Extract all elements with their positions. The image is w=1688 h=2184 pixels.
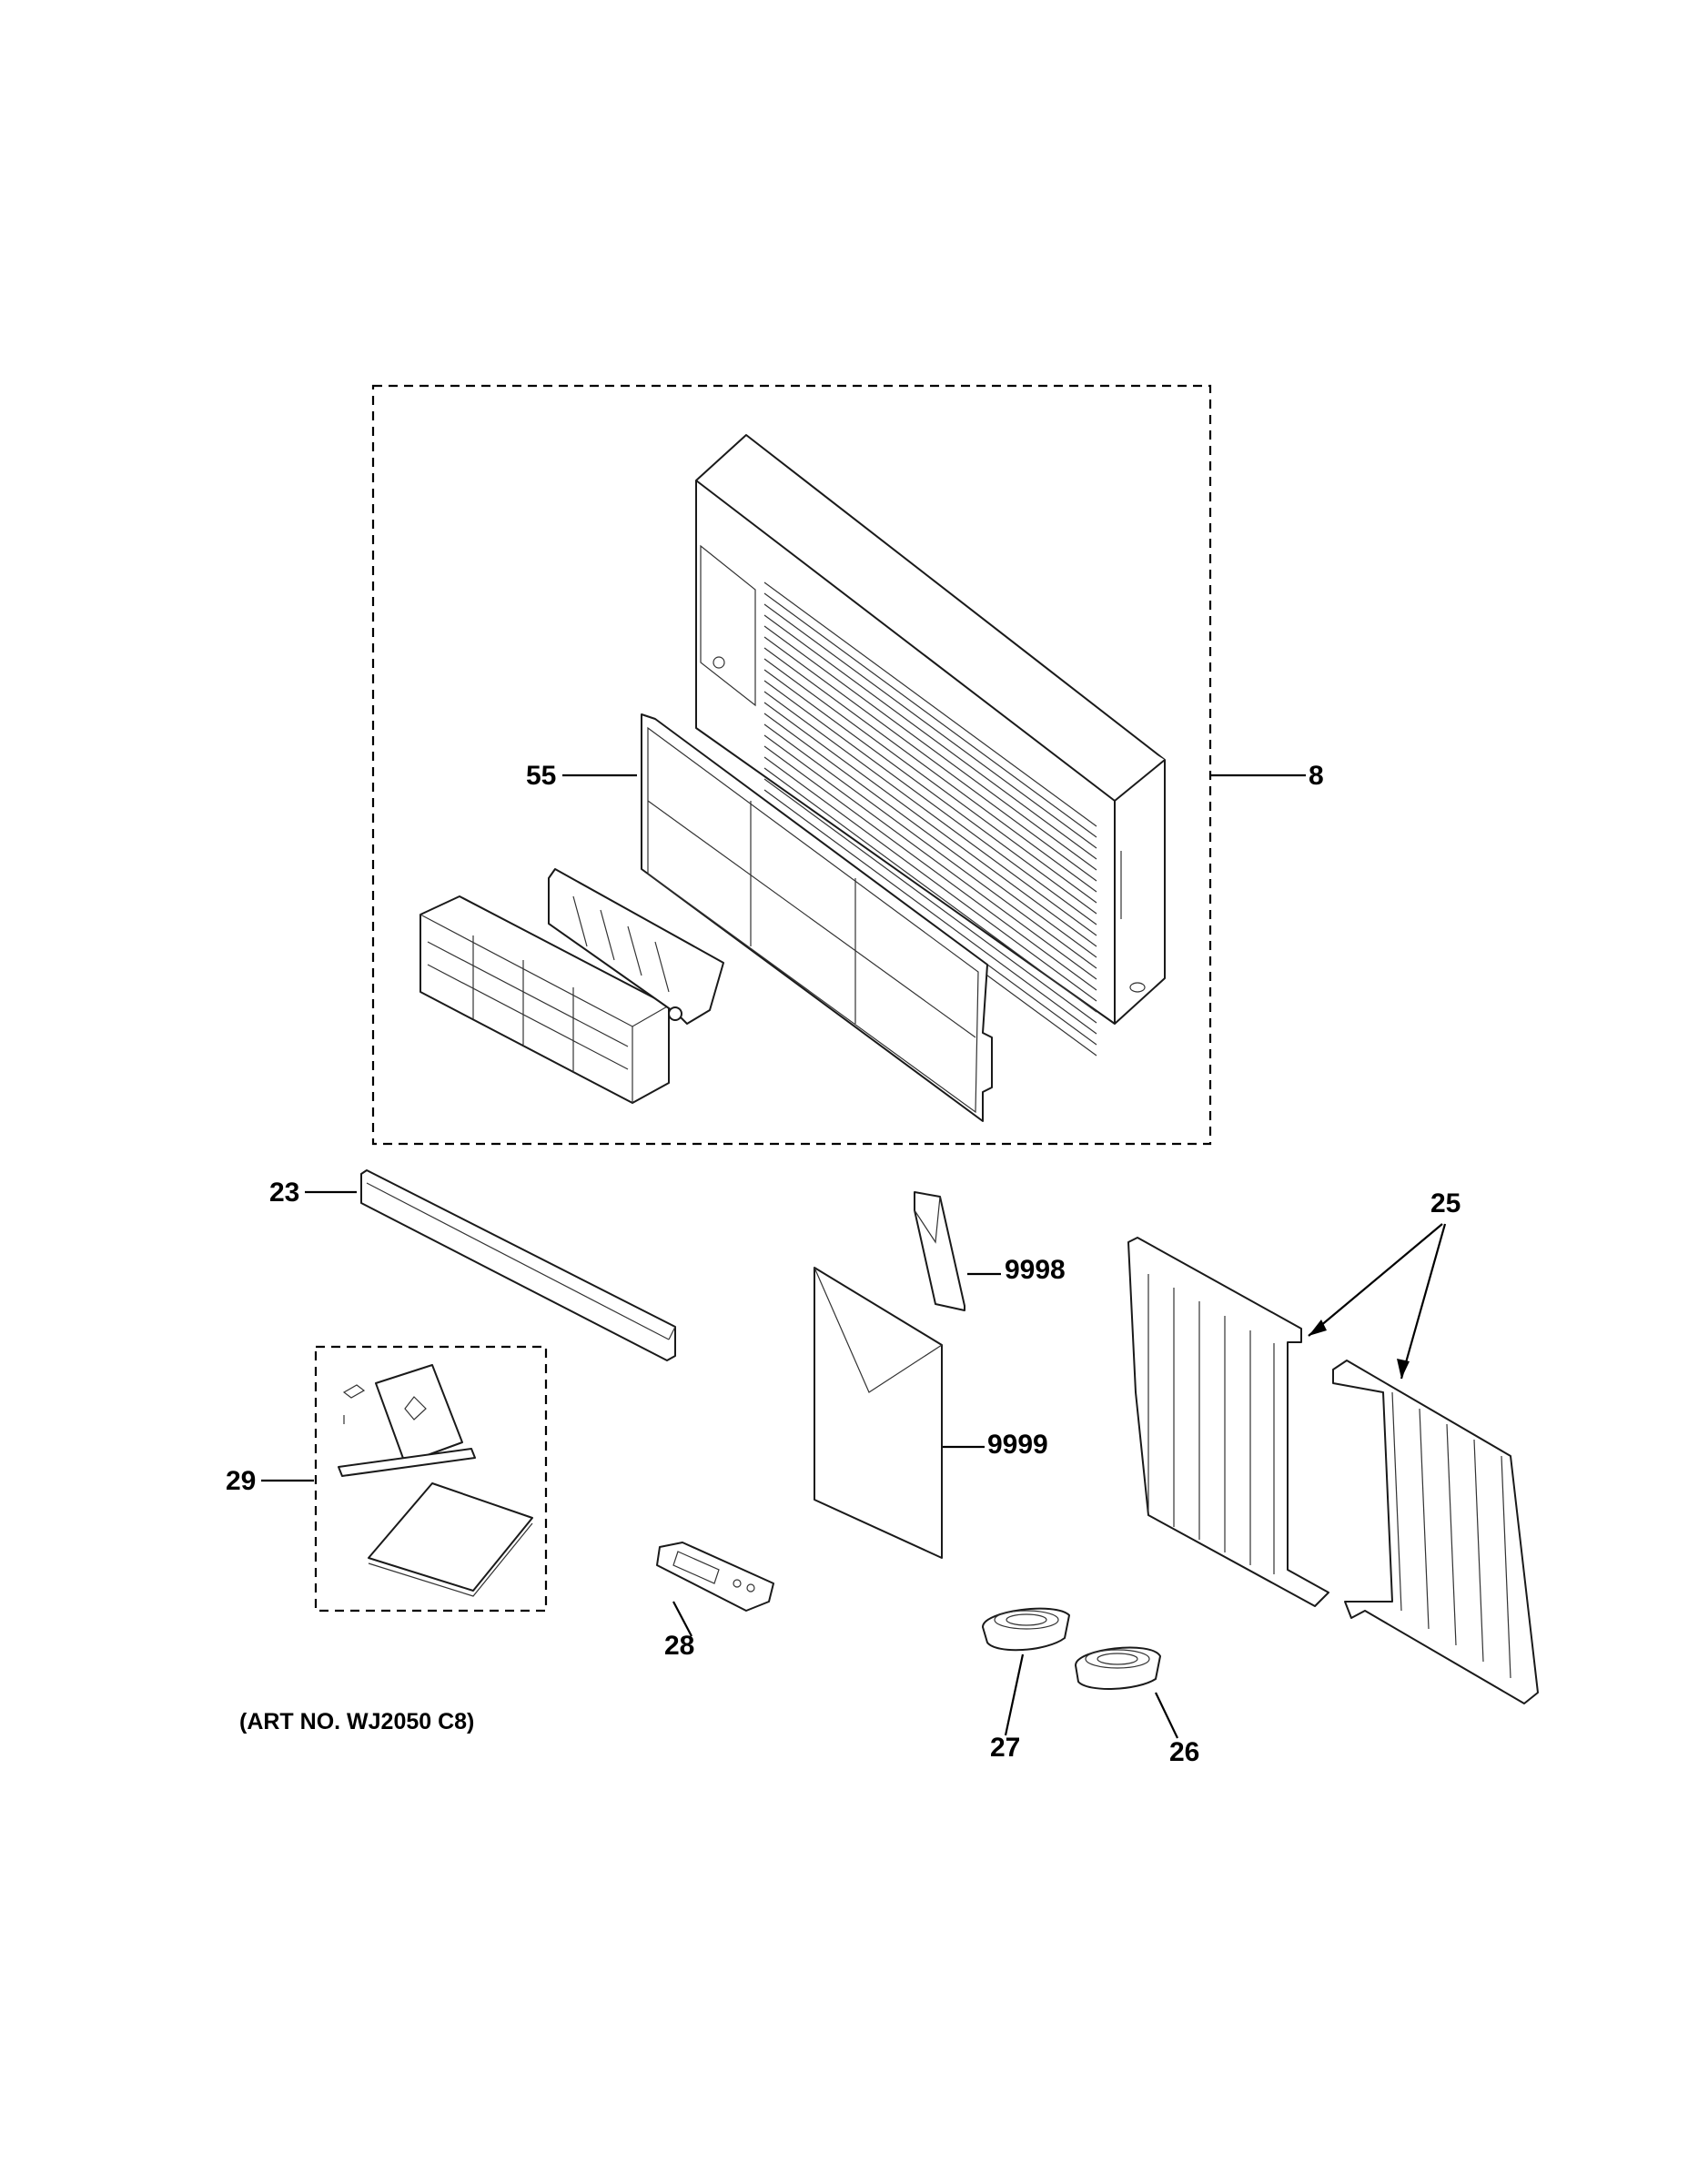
callout-27: 27	[990, 1733, 1020, 1763]
arrowhead-25-b	[1397, 1359, 1410, 1379]
callout-26: 26	[1169, 1737, 1199, 1767]
envelope-large[interactable]	[814, 1267, 943, 1559]
leader-28	[672, 1601, 692, 1637]
top-rail[interactable]	[360, 1169, 676, 1361]
callout-23: 23	[269, 1178, 299, 1208]
leader-27	[1004, 1653, 1025, 1736]
leader-25-b	[1400, 1223, 1447, 1380]
callout-29: 29	[226, 1466, 256, 1496]
art-number: (ART NO. WJ2050 C8)	[239, 1709, 474, 1734]
callout-55: 55	[526, 761, 556, 791]
foam-seal-small[interactable]	[1075, 1646, 1161, 1690]
leader-26	[1155, 1692, 1178, 1739]
remote-control[interactable]	[656, 1542, 774, 1612]
assembly-8-group-box	[371, 384, 1212, 1146]
arrowhead-25-a	[1309, 1320, 1327, 1336]
side-curtain-left[interactable]	[1127, 1237, 1329, 1607]
foam-seal-large[interactable]	[982, 1607, 1070, 1652]
leader-25-a	[1308, 1223, 1443, 1337]
hardware-kit[interactable]	[338, 1364, 533, 1597]
callout-25: 25	[1430, 1188, 1461, 1218]
callout-8: 8	[1309, 761, 1324, 791]
hardware-kit-group-box	[314, 1345, 548, 1613]
side-curtain-right[interactable]	[1332, 1360, 1539, 1704]
vent-door[interactable]	[419, 895, 670, 1104]
front-cover-grille[interactable]	[695, 434, 1166, 1057]
envelope-small[interactable]	[914, 1191, 965, 1311]
callout-9998: 9998	[1005, 1255, 1066, 1285]
damper-bracket[interactable]	[548, 868, 724, 1025]
callout-9999: 9999	[987, 1430, 1048, 1460]
callout-28: 28	[664, 1631, 694, 1661]
air-filter[interactable]	[641, 713, 993, 1122]
